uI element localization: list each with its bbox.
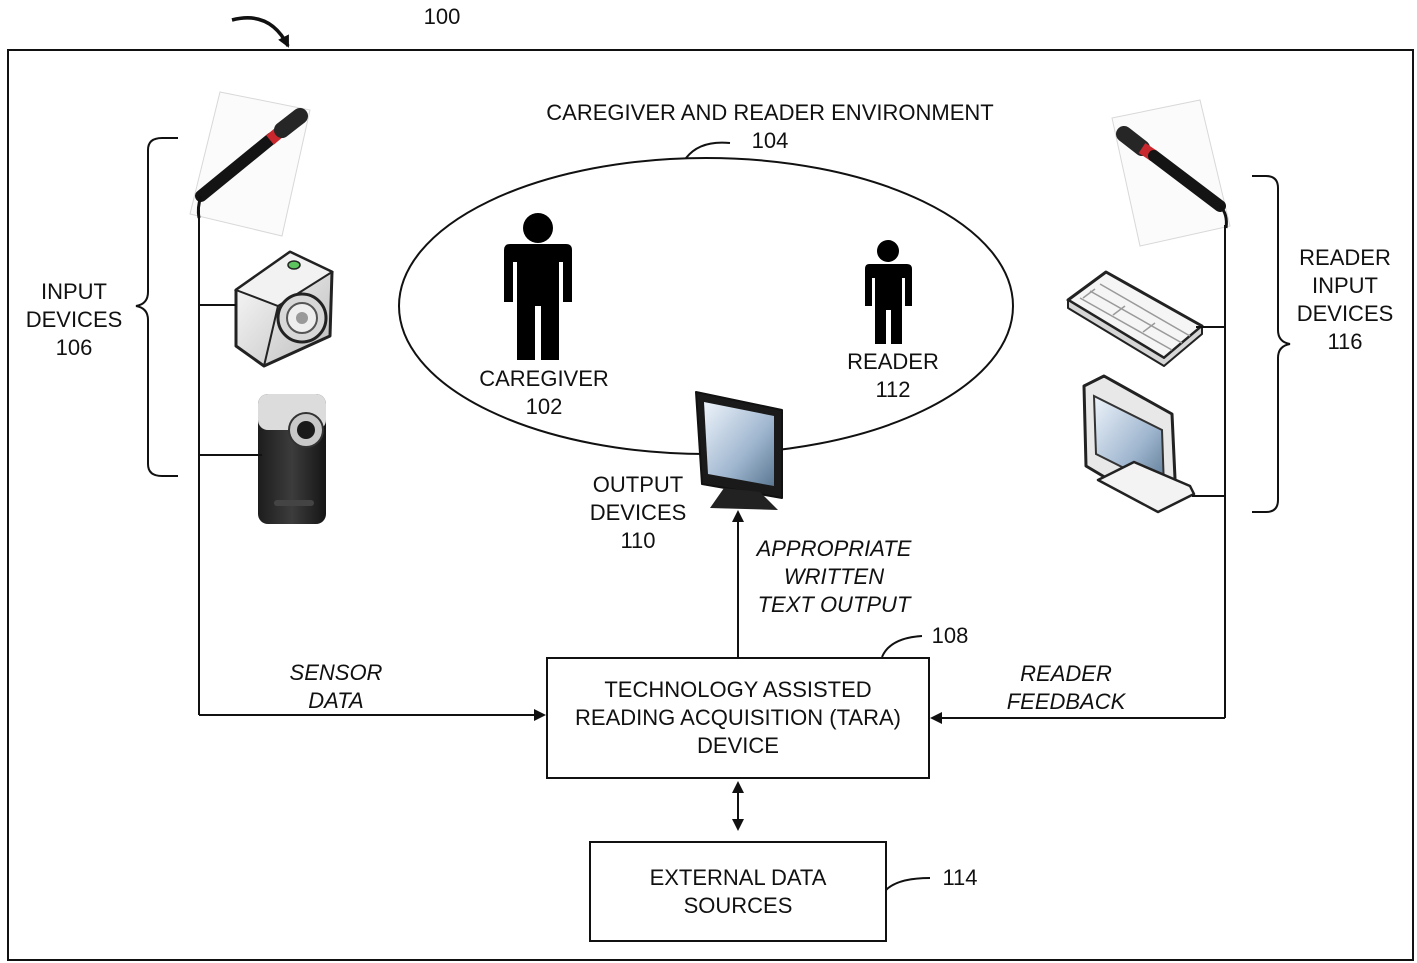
reader-icon: [865, 240, 912, 344]
external-line2: SOURCES: [684, 893, 793, 918]
keyboard-icon: [1066, 270, 1204, 367]
tara-ref: 108: [932, 623, 969, 648]
caregiver-label: CAREGIVER: [479, 366, 609, 391]
microphone-icon-right: [1111, 99, 1231, 247]
input-devices-line1: INPUT: [41, 279, 107, 304]
reader-input-devices-line1: READER: [1299, 245, 1391, 270]
output-devices-line1: OUTPUT: [593, 472, 683, 497]
monitor-icon-right: [1082, 374, 1196, 514]
output-devices-line2: DEVICES: [590, 500, 687, 525]
tara-line1: TECHNOLOGY ASSISTED: [604, 677, 871, 702]
environment-leader: [685, 141, 731, 159]
camera-icon: [233, 250, 335, 368]
reader-feedback-line1: READER: [1020, 661, 1112, 686]
tara-line2: READING ACQUISITION (TARA): [575, 705, 901, 730]
reader-ref: 112: [875, 377, 910, 402]
external-ref: 114: [942, 865, 977, 890]
text-output-line3: TEXT OUTPUT: [758, 592, 912, 617]
output-monitor-icon: [695, 391, 783, 510]
caregiver-icon: [504, 213, 572, 360]
input-devices-ref: 106: [56, 335, 93, 360]
reader-input-devices-bracket: [1252, 175, 1291, 513]
sensor-data-line2: DATA: [308, 688, 363, 713]
microphone-icon-left: [189, 91, 311, 237]
reader-input-devices-line3: DEVICES: [1297, 301, 1394, 326]
text-output-line1: APPROPRIATE: [755, 536, 912, 561]
tara-device-box: [546, 657, 930, 779]
reader-label: READER: [847, 349, 939, 374]
reader-feedback-line2: FEEDBACK: [1007, 689, 1127, 714]
text-output-line2: WRITTEN: [784, 564, 884, 589]
video-recorder-icon: [258, 394, 326, 524]
environment-title: CAREGIVER AND READER ENVIRONMENT: [546, 100, 993, 125]
outer-frame: [7, 49, 1414, 961]
reader-input-devices-line2: INPUT: [1312, 273, 1378, 298]
input-devices-bracket: [135, 137, 178, 477]
caregiver-ref: 102: [526, 394, 563, 419]
reader-input-devices-ref: 116: [1327, 329, 1362, 354]
environment-ref: 104: [752, 128, 789, 153]
external-leader: [885, 877, 931, 891]
tara-leader: [881, 635, 923, 658]
tara-line3: DEVICE: [697, 733, 779, 758]
output-devices-ref: 110: [620, 528, 655, 553]
figure-number: 100: [424, 4, 461, 29]
input-devices-line2: DEVICES: [26, 307, 123, 332]
sensor-data-line1: SENSOR: [290, 660, 383, 685]
external-data-box: [589, 841, 887, 942]
figure-arrow: [231, 16, 290, 48]
external-line1: EXTERNAL DATA: [650, 865, 827, 890]
